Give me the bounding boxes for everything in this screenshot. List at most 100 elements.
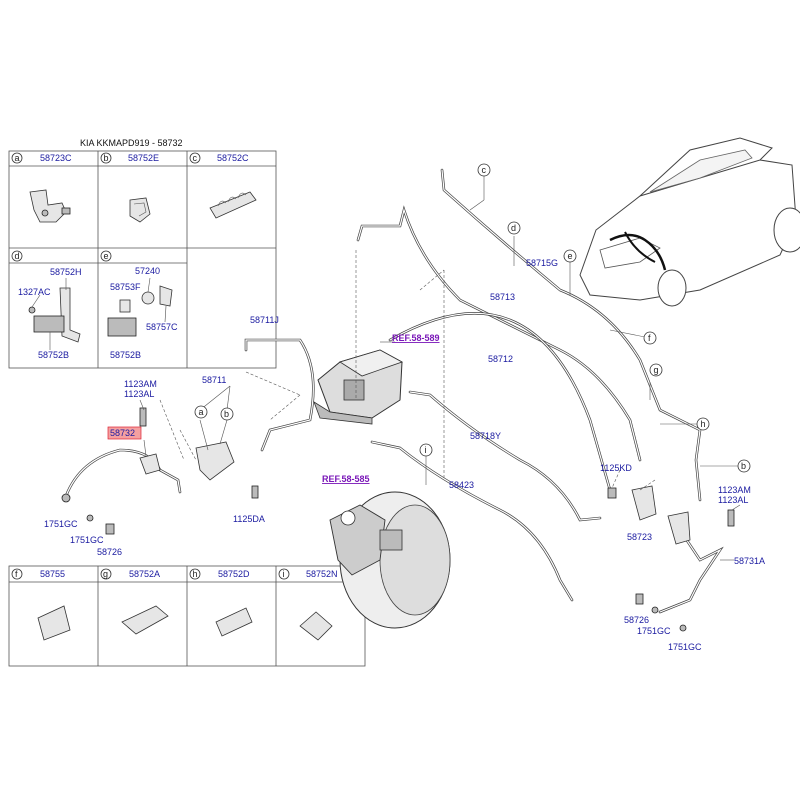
part-label-1751GC-c[interactable]: 1751GC <box>637 626 671 636</box>
legend-cell-g: g 58752A <box>100 568 169 635</box>
part-label-58713[interactable]: 58713 <box>490 292 515 302</box>
legend-cell-c-part: 58752C <box>217 153 249 163</box>
clip-58752N-icon <box>299 611 333 641</box>
part-label-58732[interactable]: 58732 <box>110 428 135 438</box>
brake-booster-icon <box>329 491 451 629</box>
leader-lines <box>139 176 744 561</box>
brake-tubes <box>244 168 724 614</box>
svg-text:f: f <box>648 333 651 343</box>
part-label-1125KD[interactable]: 1125KD <box>600 463 632 473</box>
part-label-1125DA[interactable]: 1125DA <box>233 514 265 524</box>
legend-cell-i: i 58752N <box>278 568 338 641</box>
part-label-58712[interactable]: 58712 <box>488 354 513 364</box>
svg-text:a: a <box>199 407 204 417</box>
svg-text:h: h <box>701 419 706 429</box>
ref-label-booster[interactable]: REF.58-585 <box>322 474 370 484</box>
part-label-1123AM-b[interactable]: 1123AM <box>718 485 751 495</box>
callout-b-right <box>737 459 751 473</box>
legend-cell-e: e 57240 58753F 58757C 58752B <box>100 250 178 360</box>
legend-cell-a: a 58723C <box>11 152 72 223</box>
svg-text:c: c <box>482 165 487 175</box>
bolt-1123AM-b-icon <box>727 509 735 527</box>
callout-a-hose <box>194 405 208 419</box>
clip-1751GC-a-icon <box>61 493 71 503</box>
bolt-58726-a-icon <box>105 523 115 535</box>
part-label-1751GC-a[interactable]: 1751GC <box>44 519 78 529</box>
callout-e <box>563 249 577 263</box>
legend-cell-h-part: 58752D <box>218 569 250 579</box>
bolt-1125DA-icon <box>251 485 259 499</box>
callout-b-hose <box>220 407 234 421</box>
legend-cell-d-letter: d <box>15 251 20 261</box>
legend-cell-d: d 58752H 1327AC 58752B <box>11 250 82 360</box>
part-label-58715G[interactable]: 58715G <box>526 258 558 268</box>
brake-hose-58732 <box>64 448 182 498</box>
bracket-58731A-icon <box>667 511 691 545</box>
svg-text:g: g <box>654 365 659 375</box>
callout-circles: c d e f g h b i a b <box>194 163 751 473</box>
part-label-58711J[interactable]: 58711J <box>250 315 279 325</box>
legend-cell-f-letter: f <box>15 569 18 579</box>
legend-cell-a-part: 58723C <box>40 153 72 163</box>
ref-label-abs[interactable]: REF.58-589 <box>392 333 440 343</box>
legend-cell-i-letter: i <box>283 569 285 579</box>
callout-f <box>643 331 657 345</box>
part-label-1123AL-b[interactable]: 1123AL <box>718 495 748 505</box>
clip-1751GC-d-icon <box>679 624 687 632</box>
svg-text:d: d <box>511 223 516 233</box>
callout-g <box>649 363 663 377</box>
part-labels: 58711J 58711 1123AM 1123AL 1751GC 1751GC… <box>44 258 765 652</box>
legend-cell-e-part-4: 58752B <box>110 350 141 360</box>
clip-58752B-icon <box>33 315 65 333</box>
svg-text:i: i <box>425 445 427 455</box>
legend-grid-top <box>8 150 277 369</box>
part-label-58726-b[interactable]: 58726 <box>624 615 649 625</box>
part-label-58723[interactable]: 58723 <box>627 532 652 542</box>
legend-cell-f-part: 58755 <box>40 569 65 579</box>
svg-text:b: b <box>741 461 746 471</box>
legend-cell-f: f 58755 <box>11 568 71 641</box>
part-label-1123AM-a[interactable]: 1123AM <box>124 379 157 389</box>
legend-cell-e-part-1: 57240 <box>135 266 160 276</box>
legend-cell-e-part-3: 58757C <box>146 322 178 332</box>
legend-cell-h-letter: h <box>193 569 198 579</box>
legend-cell-e-letter: e <box>104 251 109 261</box>
bolt-1327AC-icon <box>28 306 36 314</box>
legend-cell-d-part-3: 58752B <box>38 350 69 360</box>
legend-cell-g-part: 58752A <box>129 569 160 579</box>
part-label-58731A[interactable]: 58731A <box>734 556 765 566</box>
bracket-58723C-icon <box>29 189 67 223</box>
bracket-58757C-icon <box>159 285 173 307</box>
highlight-box <box>107 426 142 440</box>
part-label-1751GC-b[interactable]: 1751GC <box>70 535 104 545</box>
part-label-58711[interactable]: 58711 <box>202 375 226 385</box>
legend-cell-b-letter: b <box>104 153 109 163</box>
callout-h <box>696 417 710 431</box>
bolt-1125KD-icon <box>607 487 617 499</box>
clip-1751GC-c-icon <box>651 606 659 614</box>
part-label-58726-a[interactable]: 58726 <box>97 547 122 557</box>
callout-d-1 <box>507 221 521 235</box>
legend-cell-d-part-2: 1327AC <box>18 287 51 297</box>
grommet-58753F-icon <box>119 299 131 313</box>
part-label-58718Y[interactable]: 58718Y <box>470 431 501 441</box>
part-label-1123AL-a[interactable]: 1123AL <box>124 389 154 399</box>
abs-module-icon <box>313 349 403 425</box>
clip-58752C-icon <box>209 191 257 219</box>
legend-cell-a-letter: a <box>15 153 20 163</box>
grommet-57240-icon <box>141 291 155 305</box>
clip-58752E-icon <box>129 197 151 223</box>
legend-cell-d-part-1: 58752H <box>50 267 82 277</box>
bracket-58711-icon <box>195 441 235 481</box>
clip-58752D-icon <box>215 607 253 637</box>
legend-cell-h: h 58752D <box>189 568 253 637</box>
legend-cell-g-letter: g <box>103 569 108 579</box>
part-label-58423[interactable]: 58423 <box>449 480 474 490</box>
bolt-1123AM-a-icon <box>139 407 147 427</box>
callout-c <box>477 163 491 177</box>
bolt-58726-b-icon <box>635 593 644 605</box>
bracket-58723-icon <box>631 485 657 521</box>
legend-cell-i-part: 58752N <box>306 569 338 579</box>
part-label-1751GC-d[interactable]: 1751GC <box>668 642 702 652</box>
